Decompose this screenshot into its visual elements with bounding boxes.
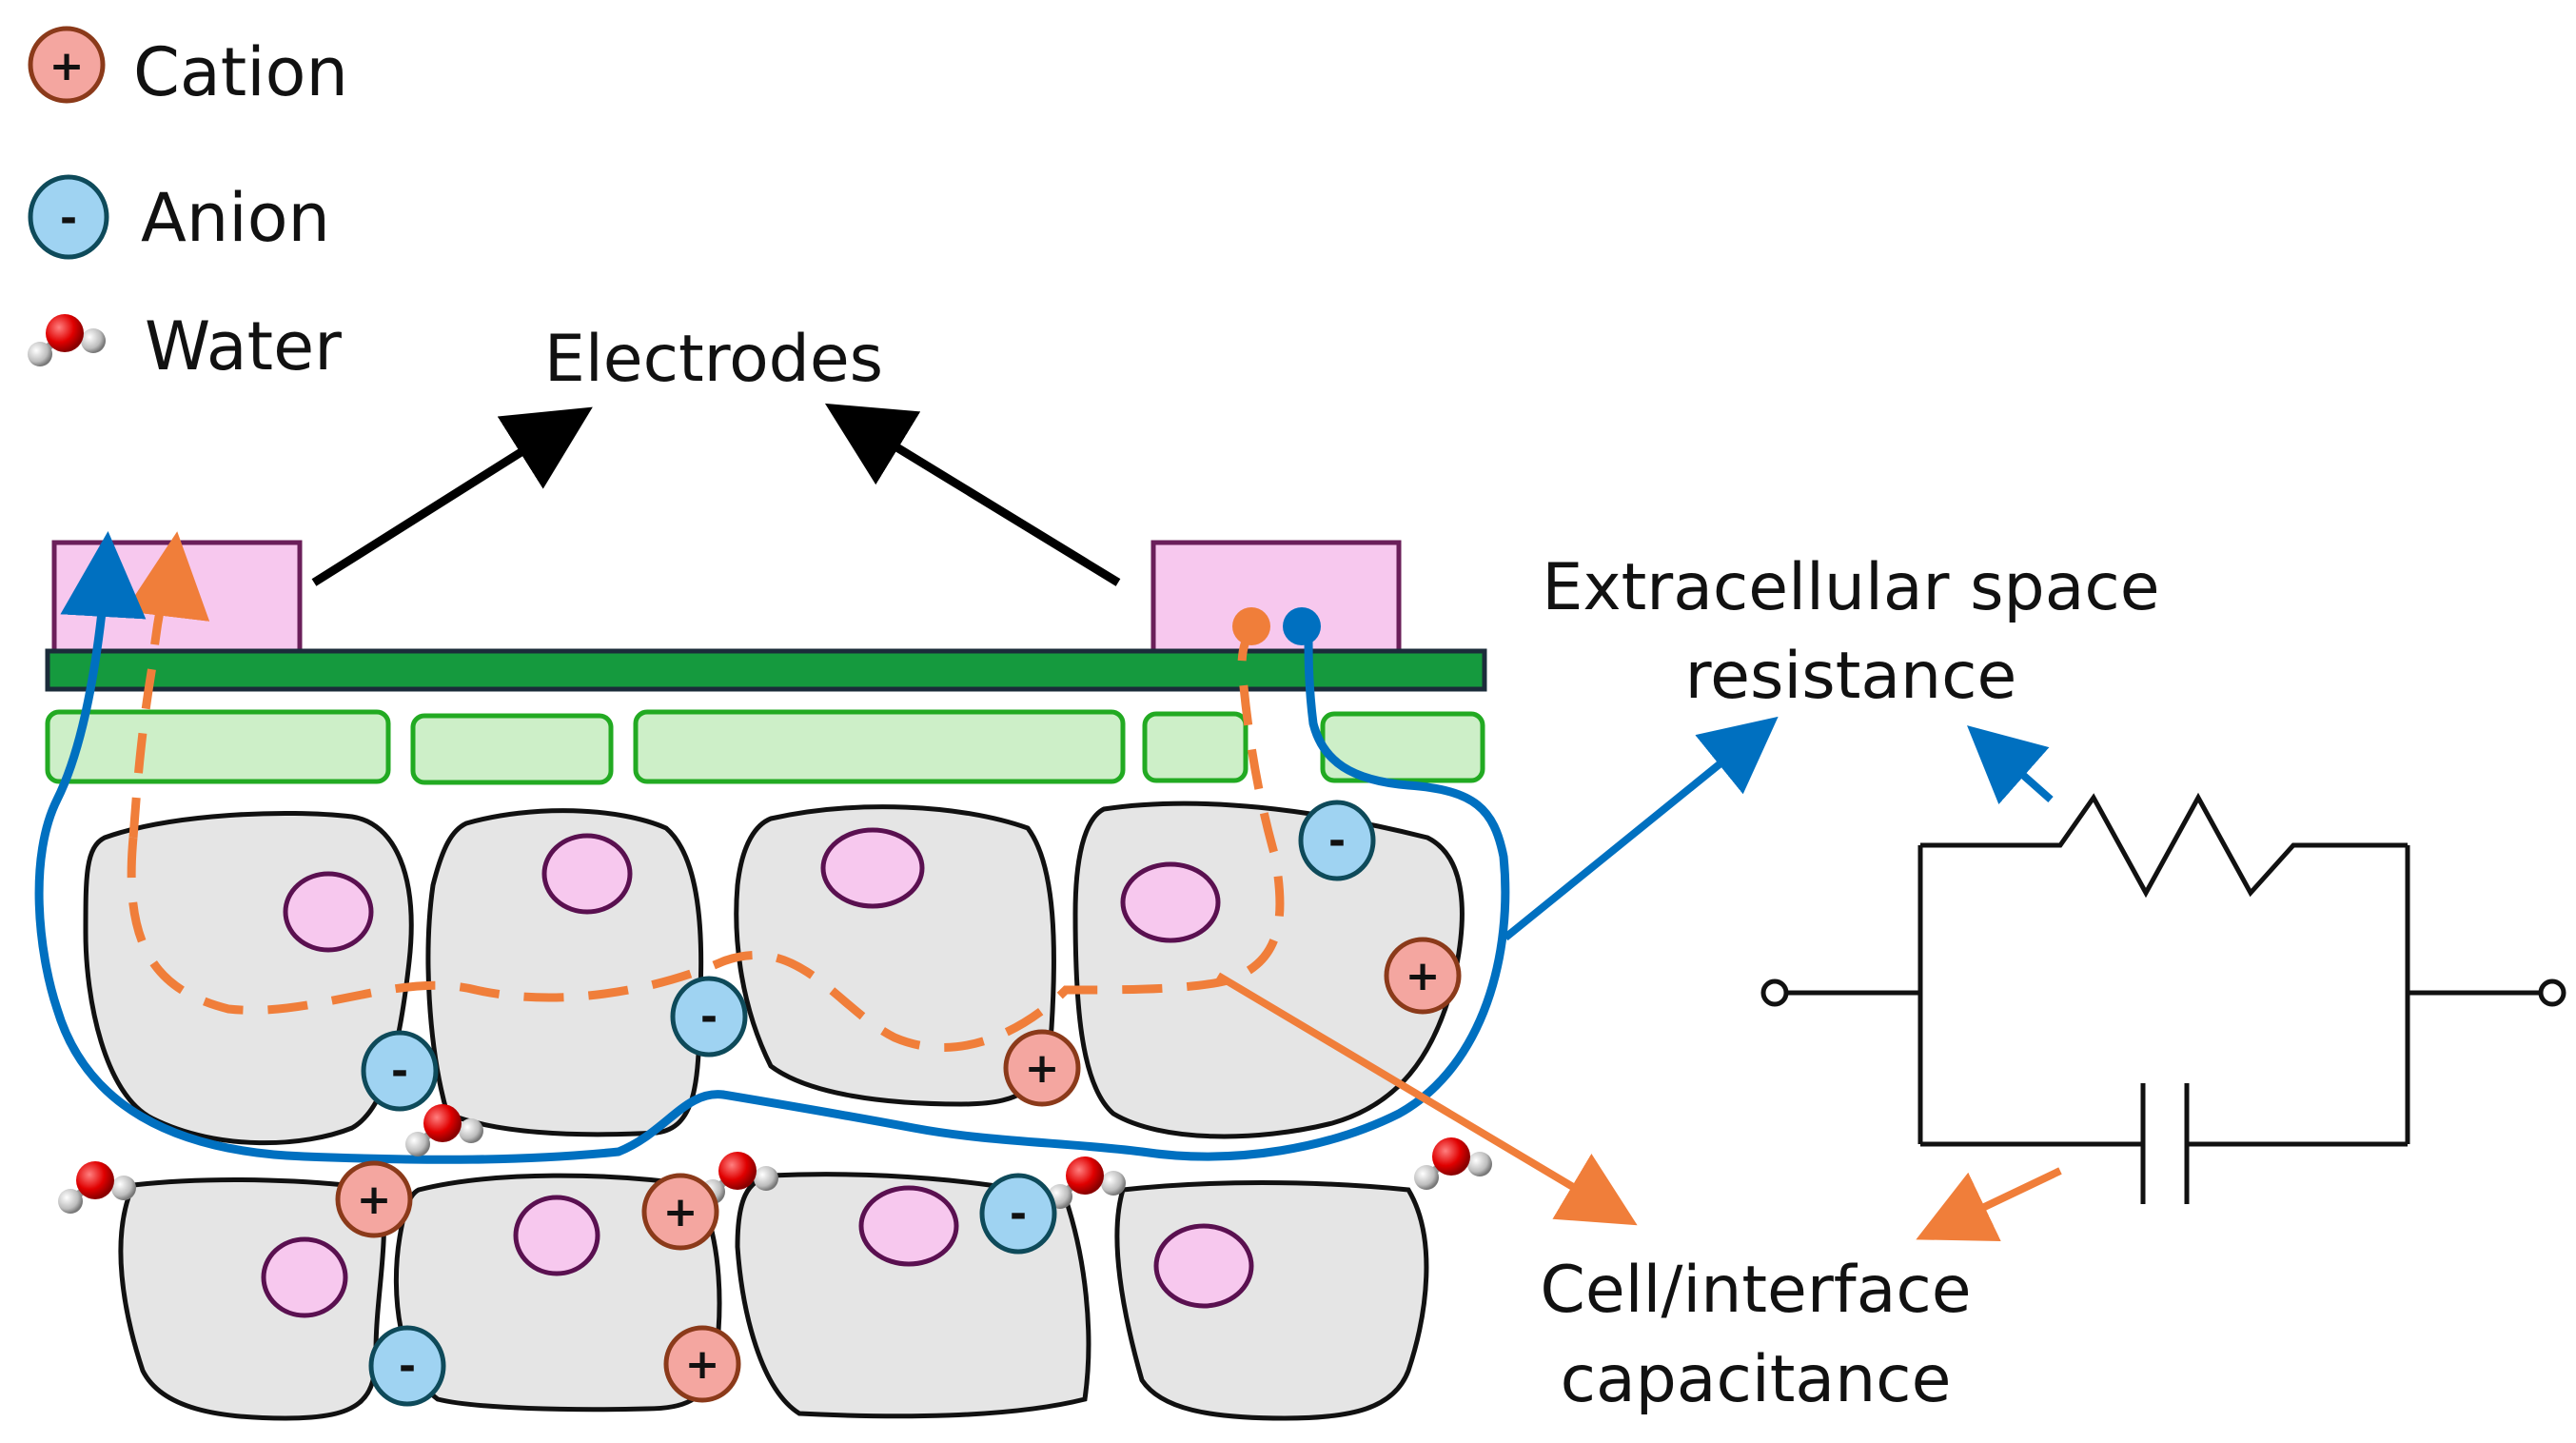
ecs-label-line1: Extracellular space (1542, 550, 2159, 625)
green-layer (45, 709, 1485, 785)
anion-sign: - (60, 194, 77, 243)
svg-text:-: - (391, 1047, 408, 1096)
water-icon (28, 314, 106, 366)
terminal-right (2538, 978, 2566, 1007)
legend-anion-label: Anion (141, 179, 330, 257)
anion: - (979, 1173, 1057, 1255)
anion: - (361, 1030, 439, 1112)
cation-icon (28, 26, 106, 104)
anion: - (670, 976, 748, 1058)
terminal-left (1760, 978, 1789, 1007)
cation: + (1384, 937, 1462, 1015)
resistor (1920, 792, 2408, 899)
equivalent-circuit (1760, 792, 2566, 1204)
cell (1114, 1180, 1429, 1421)
electrode-arrow-left (311, 406, 593, 586)
svg-text:-: - (1010, 1190, 1027, 1238)
svg-text:+: + (663, 1188, 698, 1236)
cap-label-line1: Cell/interface (1540, 1253, 1971, 1328)
cation: + (1003, 1029, 1081, 1107)
capacitor-label-arrow (1916, 1167, 2062, 1241)
ecs-label-line2: resistance (1685, 639, 2017, 714)
cell (425, 808, 704, 1137)
svg-text:-: - (399, 1342, 416, 1391)
electrode-right (1150, 540, 1402, 655)
anion: - (1298, 800, 1376, 881)
electrodes-label: Electrodes (544, 322, 883, 397)
capacitance-path (124, 531, 1285, 1052)
legend-water: Water (28, 307, 342, 385)
cation: + (641, 1173, 719, 1251)
anion: - (368, 1325, 446, 1407)
cell-capacitance-arrow (1215, 972, 1638, 1226)
resistor-label-arrow (1967, 725, 2054, 805)
cap-label-line2: capacitance (1561, 1342, 1952, 1417)
cation-sign: + (49, 42, 85, 90)
anion-icon (28, 174, 109, 260)
cation: + (335, 1160, 413, 1238)
cation: + (663, 1325, 741, 1403)
svg-text:+: + (1406, 952, 1441, 1000)
svg-text:+: + (1025, 1044, 1060, 1093)
nuclei (261, 827, 1254, 1318)
legend-cation: + Cation (28, 26, 348, 111)
cell (734, 804, 1056, 1107)
substrate-bar (45, 648, 1487, 692)
cell (393, 1173, 722, 1413)
svg-text:+: + (685, 1340, 720, 1389)
svg-text:-: - (700, 993, 718, 1041)
svg-text:+: + (357, 1176, 392, 1224)
ions: - + - + - + + - (335, 800, 1462, 1407)
cells-top (83, 801, 1465, 1146)
legend-anion: - Anion (28, 174, 330, 260)
legend-water-label: Water (145, 307, 342, 385)
resistance-path (34, 531, 1510, 1164)
legend-cation-label: Cation (133, 33, 348, 111)
legend: + Cation - Anion Water (28, 26, 348, 385)
ecs-resistance-arrow (1503, 716, 1779, 941)
electrode-arrow-right (824, 403, 1121, 586)
svg-text:-: - (1328, 817, 1346, 865)
